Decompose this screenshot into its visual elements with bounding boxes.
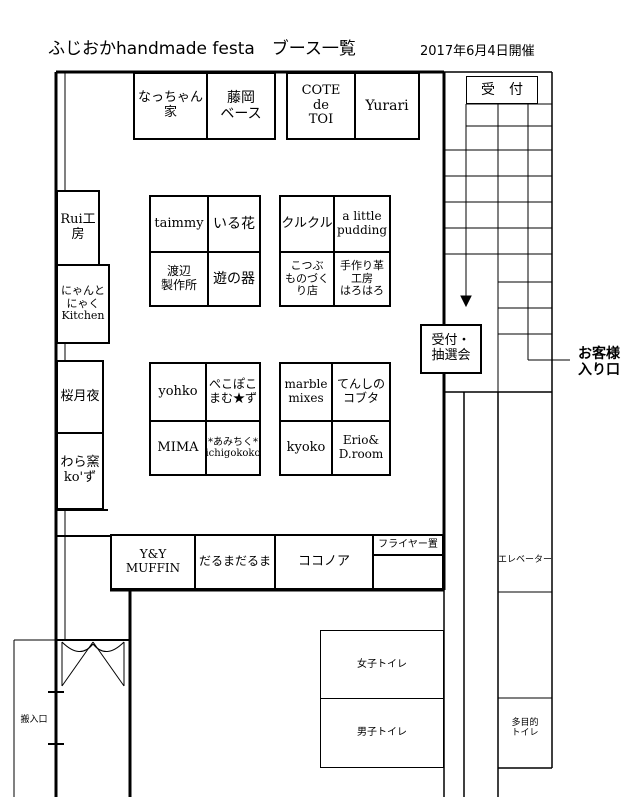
booth-erio[interactable]: Erio& D.room — [331, 420, 391, 476]
reception-desk: 受 付 — [466, 76, 538, 104]
booth-daruma[interactable]: だるまだるま — [194, 534, 276, 590]
booth-asobi[interactable]: 遊の器 — [207, 251, 261, 307]
booth-kokonoa[interactable]: ココノア — [274, 534, 374, 590]
booth-marble[interactable]: marble mixes — [279, 362, 333, 422]
booth-haro[interactable]: 手作り革工房 はろはろ — [333, 251, 391, 307]
map-title: ふじおかhandmade festa ブース一覧 — [48, 39, 356, 60]
booth-yohko[interactable]: yohko — [149, 362, 207, 422]
booth-warakama[interactable]: わら窯 ko'ず — [56, 432, 104, 510]
booth-yurari[interactable]: Yurari — [354, 72, 420, 140]
booth-pudding[interactable]: a little pudding — [333, 195, 391, 253]
booth-iruka[interactable]: いる花 — [207, 195, 261, 253]
loading-entrance: 搬入口 — [20, 714, 48, 725]
booth-kotsubu[interactable]: こつぶ ものづくり店 — [279, 251, 335, 307]
booth-ogetsuya[interactable]: 桜月夜 — [56, 360, 104, 434]
booth-taimmy[interactable]: taimmy — [149, 195, 209, 253]
womens-restroom: 女子トイレ — [320, 630, 444, 700]
elevator: エレベーター — [498, 554, 553, 565]
booth-rui[interactable]: Rui工房 — [56, 190, 100, 266]
multipurpose-restroom: 多目的 トイレ — [511, 717, 539, 738]
booth-tenshi[interactable]: てんしの コブタ — [331, 362, 391, 422]
booth-kyoko[interactable]: kyoko — [279, 420, 333, 476]
booth-mima[interactable]: MIMA — [149, 420, 207, 476]
event-date: 2017年6月4日開催 — [420, 43, 535, 59]
mens-restroom: 男子トイレ — [320, 698, 444, 768]
booth-amichiku[interactable]: *あみちく* ichigokoko — [205, 420, 261, 476]
booth-nacchan[interactable]: なっちゃん 家 — [133, 72, 208, 140]
lottery-desk: 受付・ 抽選会 — [420, 324, 482, 374]
flyer-stand: フライヤー置 — [372, 534, 444, 556]
customer-entrance-label: お客様 入り口 — [578, 345, 620, 378]
booth-ymuffin[interactable]: Y&Y MUFFIN — [110, 534, 196, 590]
booth-kurukuru[interactable]: クルクル — [279, 195, 335, 253]
booth-cote[interactable]: COTE de TOI — [286, 72, 356, 140]
booth-watanabe[interactable]: 渡辺 製作所 — [149, 251, 209, 307]
flyer-area — [372, 554, 444, 590]
booth-fujioka[interactable]: 藤岡 ベース — [206, 72, 276, 140]
booth-nyan[interactable]: にゃんと にゃく Kitchen — [56, 264, 110, 344]
booth-pekopoko[interactable]: ぺこぽこ まむ★ず — [205, 362, 261, 422]
